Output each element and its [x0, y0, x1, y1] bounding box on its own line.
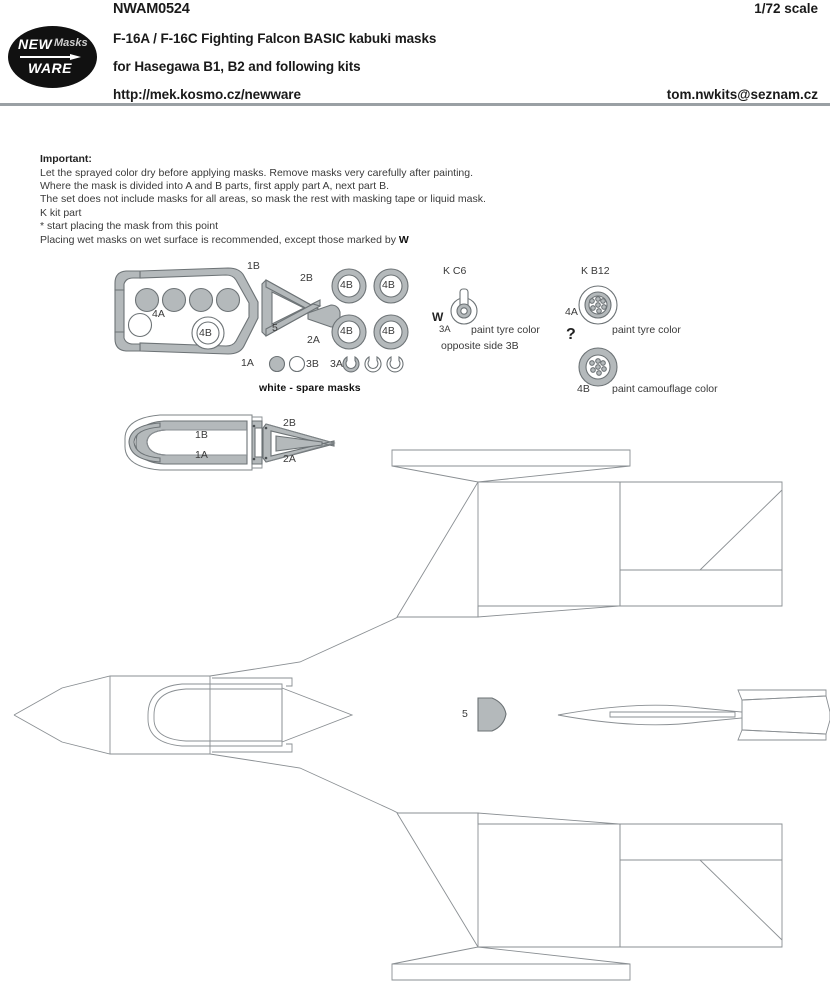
important-line-1: Let the sprayed color dry before applyin… — [40, 166, 474, 179]
scale-label: 1/72 scale — [754, 1, 818, 16]
product-code: NWAM0524 — [113, 1, 190, 17]
important-line-4: K kit part — [40, 206, 82, 219]
header-divider — [0, 103, 830, 106]
logo-text-new: NEW — [18, 36, 53, 52]
important-line-6-text: Placing wet masks on wet surface is reco… — [40, 233, 396, 246]
website-link[interactable]: http://mek.kosmo.cz/newware — [113, 87, 301, 102]
mask-wheel-rings — [331, 268, 409, 350]
product-title-line1: F-16A / F-16C Fighting Falcon BASIC kabu… — [113, 31, 437, 46]
aircraft-mask-5 — [477, 697, 507, 732]
mask-ring-4b-sheet — [191, 316, 225, 350]
logo-arrow-icon — [20, 54, 82, 60]
mask-canopy-frame-group — [114, 267, 259, 355]
page-header: NEW Masks WARE NWAM0524 1/72 scale F-16A… — [0, 0, 830, 106]
important-line-6: Placing wet masks on wet surface is reco… — [40, 234, 600, 247]
mask-white-circle-4a — [127, 312, 153, 338]
important-notes: Important: Let the sprayed color dry bef… — [40, 153, 600, 247]
important-heading: Important: — [40, 153, 92, 165]
mask-crescents-3a — [342, 356, 404, 373]
important-line-2: Where the mask is divided into A and B p… — [40, 179, 390, 192]
wet-mask-symbol: W — [398, 233, 409, 246]
legend-wheel-option-b — [578, 347, 618, 387]
canopy-detail-drawing — [124, 414, 336, 471]
logo-text-masks: Masks — [54, 37, 88, 49]
important-line-5: * start placing the mask from this point — [40, 220, 218, 233]
newware-logo: NEW Masks WARE — [8, 26, 97, 88]
legend-gear-illustration — [450, 288, 478, 325]
mask-spare-3b-pair — [268, 355, 306, 373]
legend-wheel-option-a — [578, 285, 618, 325]
important-line-3: The set does not include masks for all a… — [40, 193, 486, 206]
mask-circle-row — [134, 287, 241, 313]
aircraft-plan-view — [13, 449, 830, 981]
logo-text-ware: WARE — [28, 60, 72, 76]
mask-windscreen-wedge-group — [261, 279, 341, 337]
product-title-line2: for Hasegawa B1, B2 and following kits — [113, 59, 361, 74]
email-link[interactable]: tom.nwkits@seznam.cz — [666, 87, 818, 102]
